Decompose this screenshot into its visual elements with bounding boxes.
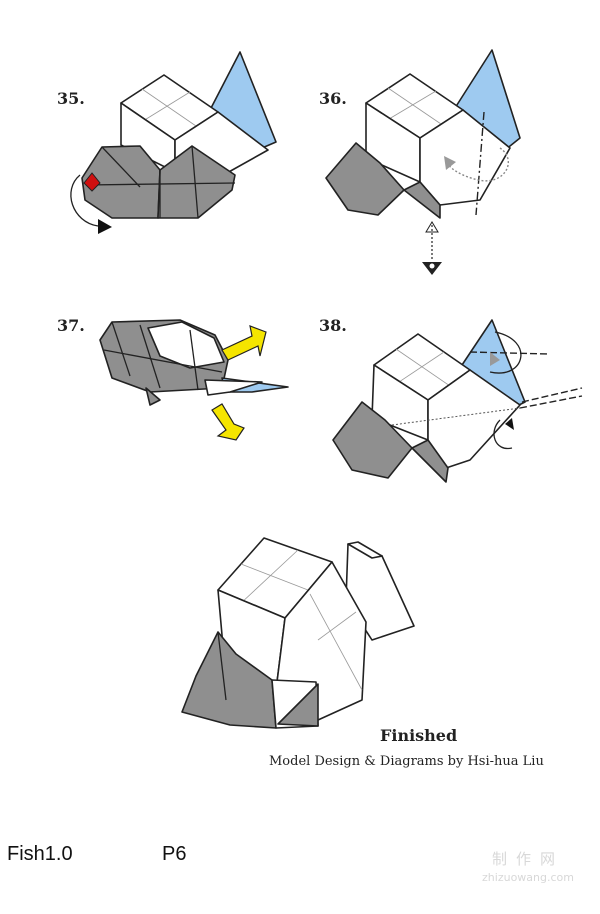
watermark-chinese: 制作网 [491,850,564,868]
step-35-figure [70,51,277,234]
finished-title: Finished [380,726,458,745]
model-name: Fish1.0 [7,843,73,865]
step-38-number: 38. [319,316,347,335]
finished-figure [181,537,415,729]
view-eye-icon [422,262,442,275]
watermark-url: zhizuowang.com [482,871,574,884]
push-arrow-icon [211,403,245,441]
step-37-figure [99,319,289,441]
watermark: 制作网 zhizuowang.com [468,848,588,884]
credit-line: Model Design & Diagrams by Hsi-hua Liu [269,754,544,769]
step-37-number: 37. [57,316,85,335]
step-35-number: 35. [57,89,85,108]
step-36-number: 36. [319,89,347,108]
step-38-figure [332,319,583,483]
push-arrow-icon [221,325,267,361]
page-number: P6 [162,843,187,865]
step-36-figure [325,49,521,275]
red-marker-icon [83,172,101,192]
fold-arrow-icon [98,219,112,234]
footer-bar [0,820,600,914]
